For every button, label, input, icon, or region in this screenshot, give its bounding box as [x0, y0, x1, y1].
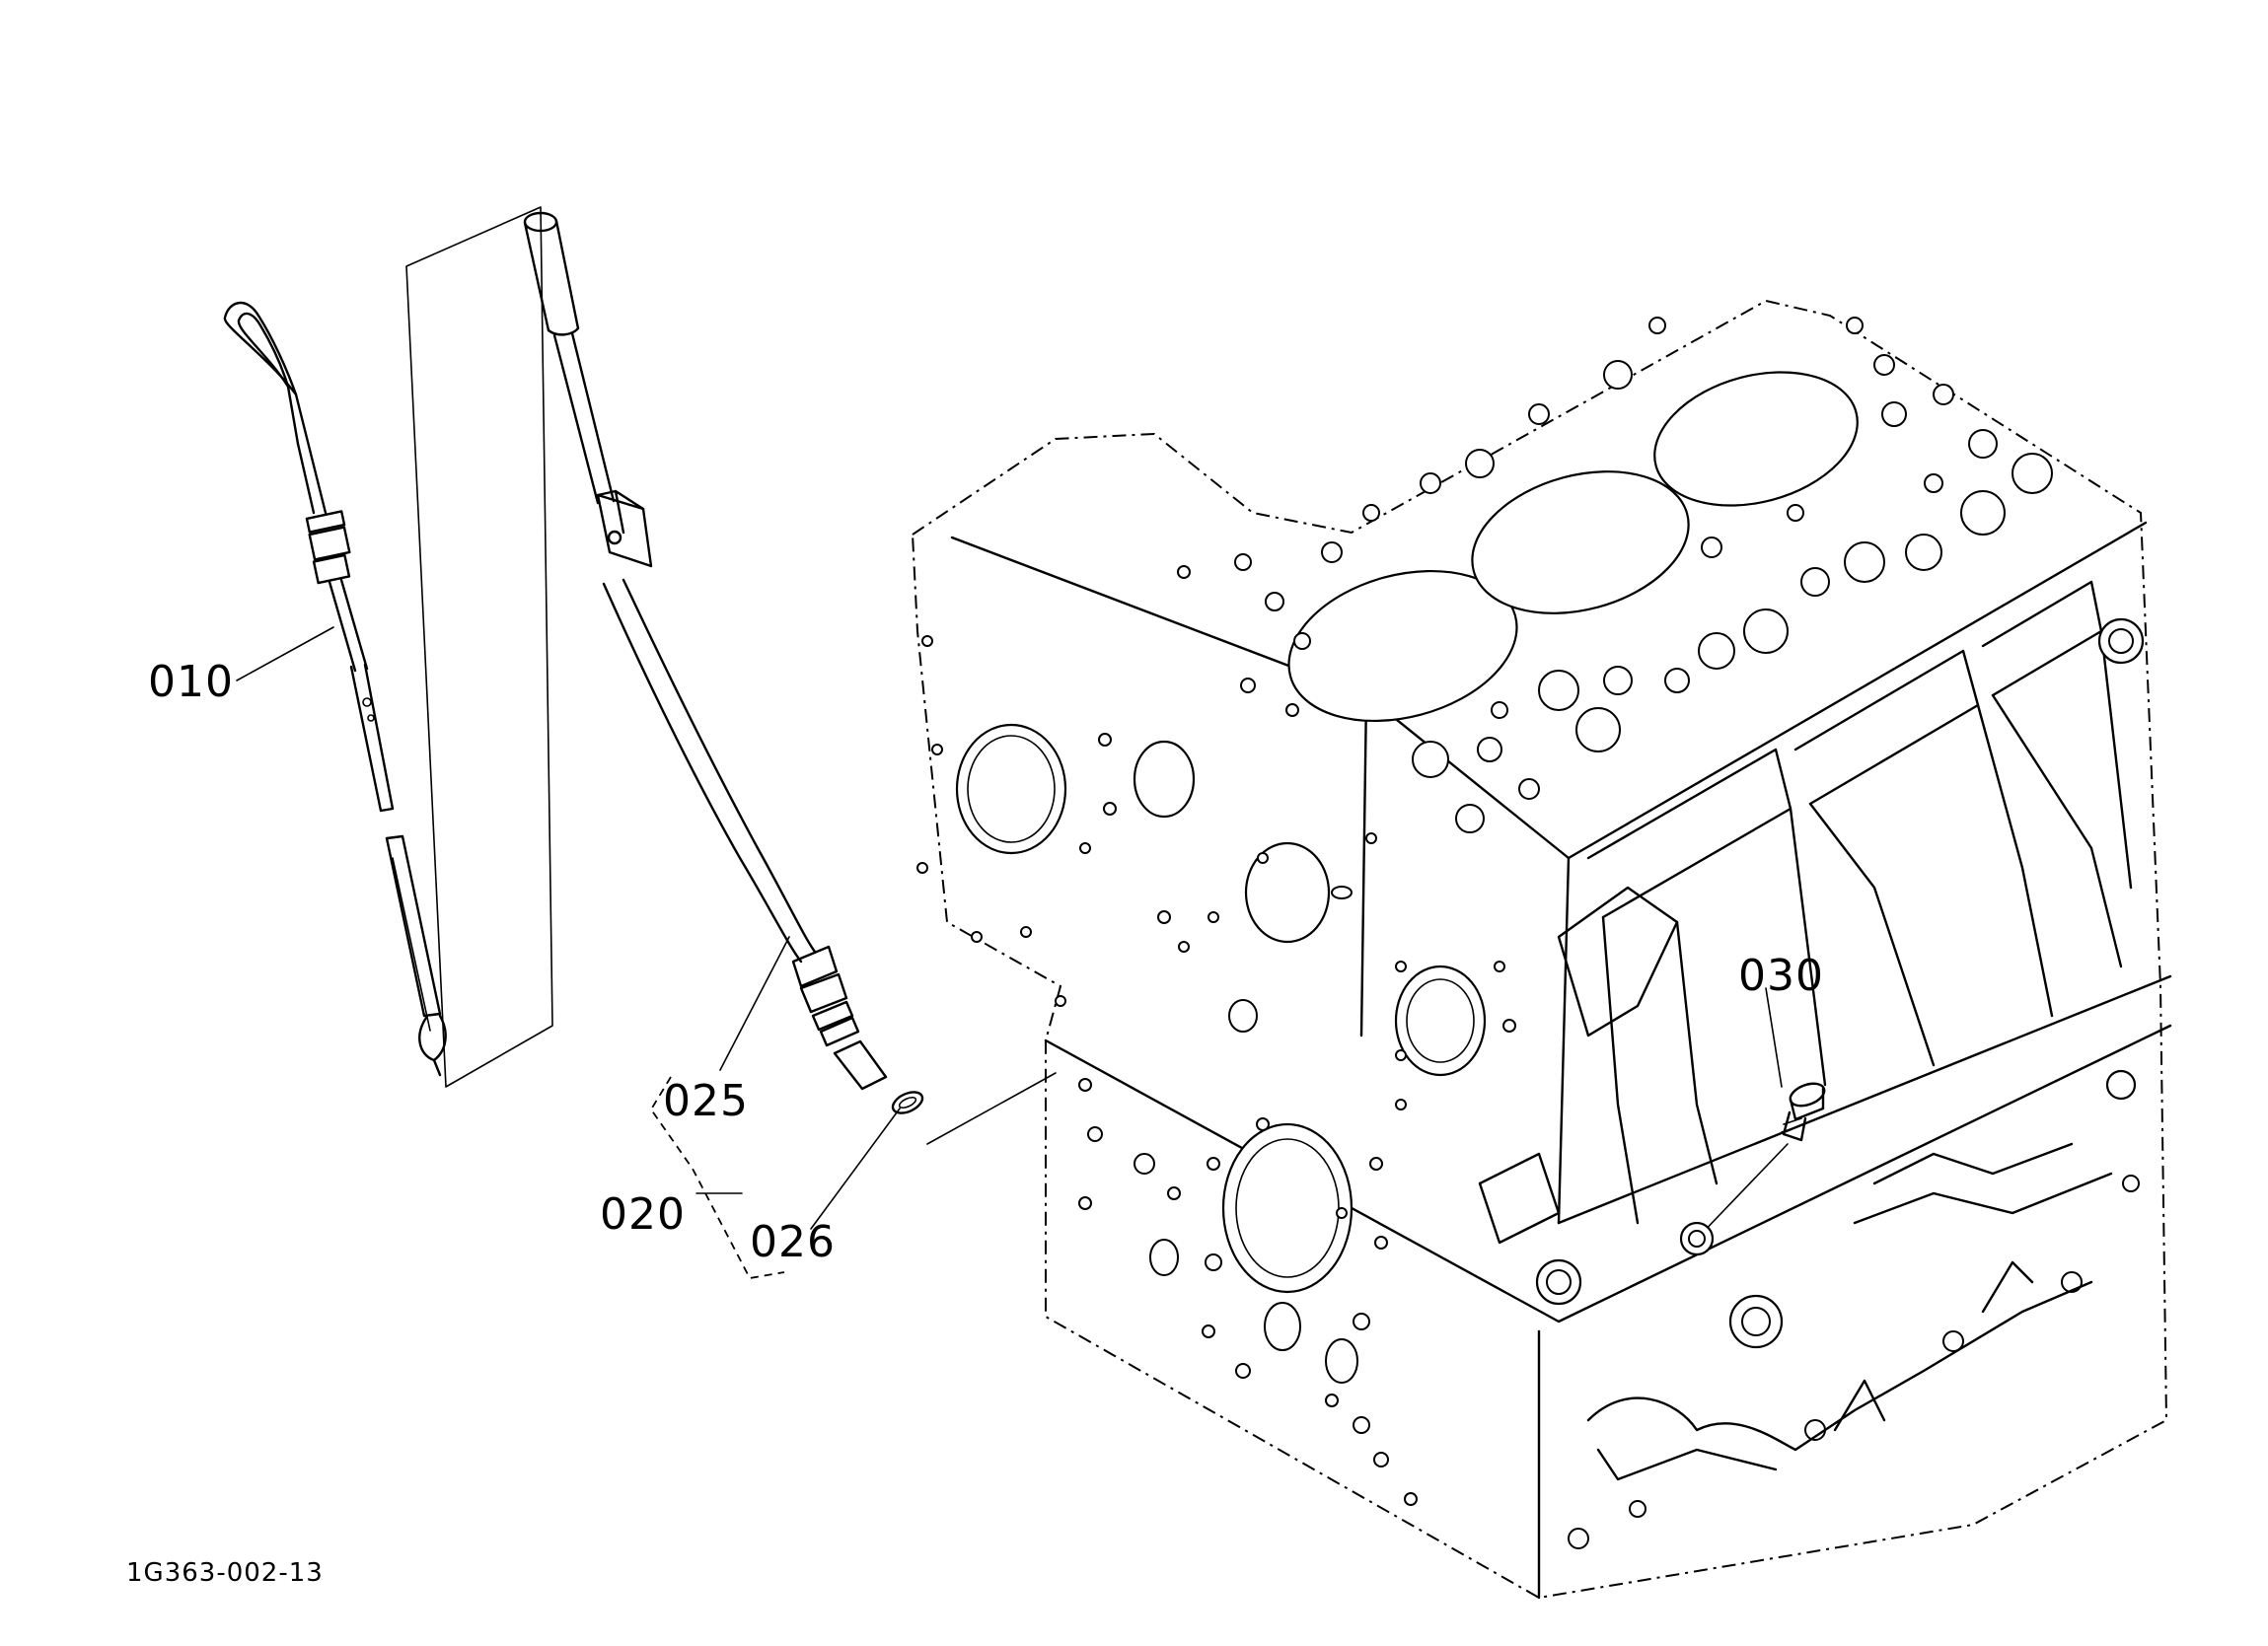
callout-030: 030 — [1738, 951, 1824, 1001]
callout-026: 026 — [750, 1217, 836, 1267]
drawing-id: 1G363-002-13 — [126, 1558, 324, 1588]
callout-010: 010 — [148, 657, 234, 707]
leader-lines — [236, 626, 1789, 1240]
dipstick-frame — [405, 206, 553, 1088]
dipstick-part — [223, 301, 447, 1077]
engine-block — [911, 299, 2172, 1600]
guide-pipe-part — [523, 211, 924, 1114]
callout-025: 025 — [663, 1076, 749, 1126]
callout-020: 020 — [600, 1189, 686, 1240]
guide-frame-line — [926, 1072, 1057, 1145]
drain-plug-part — [1781, 1082, 1826, 1142]
